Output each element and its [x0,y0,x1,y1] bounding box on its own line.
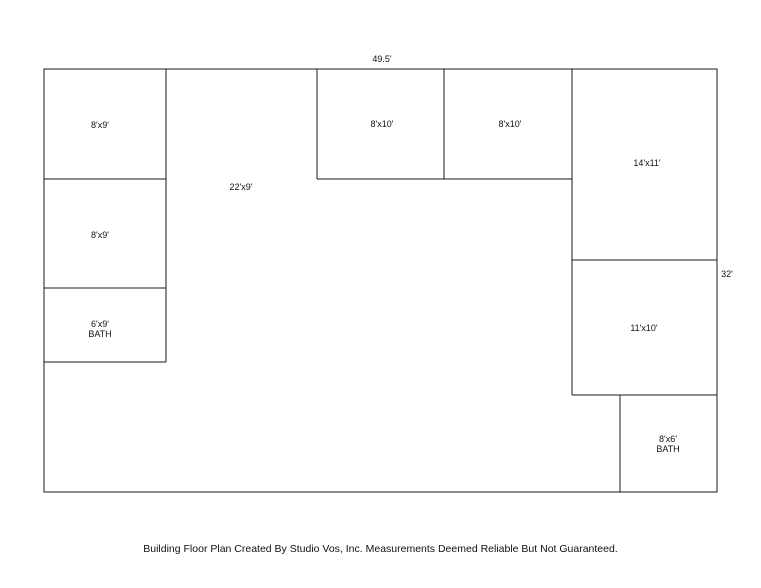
room-left-bath-label: BATH [88,329,111,339]
room-left-bath-size: 6'x9' [91,319,109,329]
room-top-center-2-size: 8'x10' [499,119,522,129]
overall-depth-label: 32' [721,269,733,279]
overall-width-label: 49.5' [372,54,392,64]
room-open-area-size: 22'x9' [230,182,253,192]
room-right-bath-size: 8'x6' [659,434,677,444]
room-left-top-size: 8'x9' [91,120,109,130]
room-right-top-size: 14'x11' [633,158,661,168]
room-right-middle-size: 11'x10' [630,323,658,333]
building-outline [43,68,718,493]
room-right-bath-label: BATH [656,444,679,454]
room-top-center-1-size: 8'x10' [371,119,394,129]
room-left-middle-size: 8'x9' [91,230,109,240]
footer-disclaimer: Building Floor Plan Created By Studio Vo… [143,543,618,555]
